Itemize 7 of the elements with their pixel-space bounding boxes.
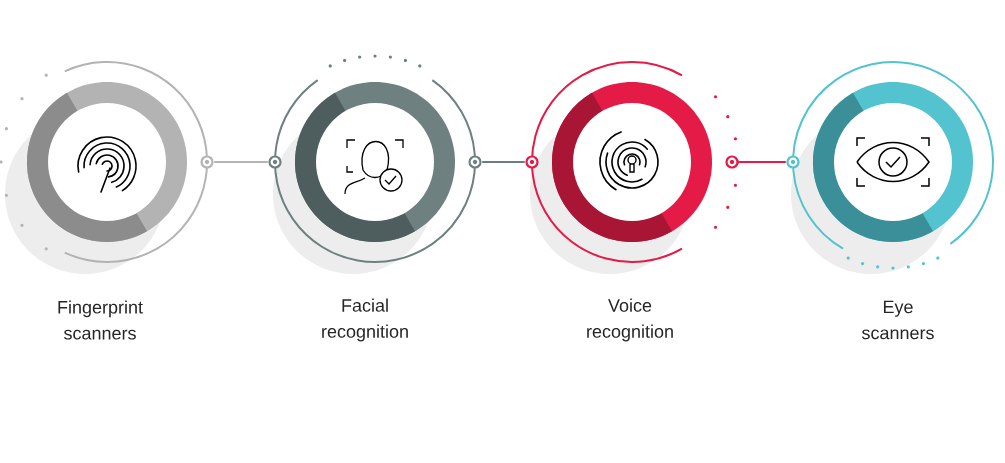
connector-line — [738, 161, 787, 163]
node-label: Voice recognition — [587, 298, 673, 342]
connector-line — [213, 161, 269, 163]
node-label: Fingerprint scanners — [58, 300, 143, 340]
node-label: Eye scanners — [862, 300, 934, 340]
connector-line — [481, 161, 526, 163]
node-label: Facial recognition — [322, 298, 408, 342]
